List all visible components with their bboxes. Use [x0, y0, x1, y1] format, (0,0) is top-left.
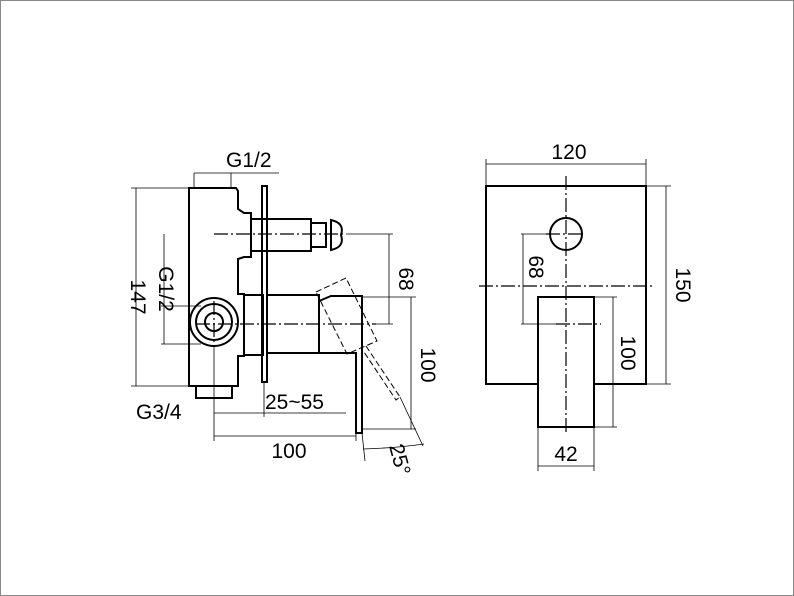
label-100-h: 100 [271, 440, 306, 463]
diverter-stem [250, 218, 312, 252]
label-68: 68 [394, 267, 417, 290]
valve-body [188, 187, 252, 387]
dim-150 [646, 185, 671, 385]
label-100-v: 100 [416, 347, 439, 382]
label-147: 147 [126, 279, 149, 314]
label-g12-top: G1/2 [226, 149, 272, 172]
label-68-front: 68 [524, 255, 547, 278]
dim-100-front [594, 296, 617, 428]
label-g34: G3/4 [136, 401, 182, 424]
label-25deg: 25° [384, 441, 414, 478]
front-view: 120 150 68 100 42 [479, 141, 694, 471]
dim-100-v [362, 296, 416, 430]
dim-angle [361, 396, 425, 462]
dim-42 [537, 427, 595, 471]
dim-68 [346, 233, 393, 325]
handle [318, 295, 363, 434]
dim-68-front [521, 233, 556, 325]
dim-g12-top [193, 172, 279, 188]
diverter-knob [330, 218, 343, 252]
label-100-front: 100 [616, 335, 639, 370]
label-42: 42 [554, 443, 577, 466]
label-120: 120 [551, 141, 586, 164]
cartridge-ring [243, 294, 264, 356]
dim-100-h [214, 433, 357, 441]
label-25-55: 25~55 [265, 391, 324, 414]
dim-25-55 [213, 346, 346, 441]
side-view: G1/2 G1/2 147 G3/4 68 100 25~55 100 25° [126, 149, 439, 478]
dim-120 [485, 159, 647, 186]
diverter-tip [310, 222, 327, 248]
wall-plate [261, 185, 268, 383]
handle-rotated-ghost [315, 277, 401, 401]
label-150: 150 [671, 267, 694, 302]
dim-g12-side [161, 234, 201, 345]
label-g12-side: G1/2 [154, 266, 177, 312]
dim-147 [131, 187, 189, 387]
